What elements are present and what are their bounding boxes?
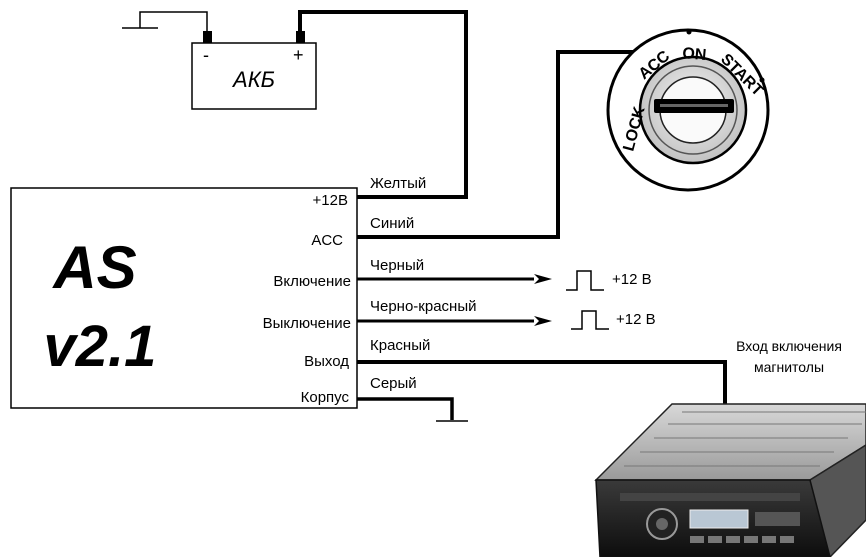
battery-box (191, 42, 317, 110)
pin-label-12v: +12В (313, 192, 348, 209)
battery-negative-terminal (203, 31, 212, 43)
wire-label-gray: Серый (370, 375, 417, 392)
wire-blue (357, 50, 640, 239)
wire-label-red: Красный (370, 337, 430, 354)
module-version: v2.1 (44, 314, 157, 379)
wire-label-black-red: Черно-красный (370, 298, 477, 315)
battery: АКБ - + (191, 31, 317, 110)
radio-chassis-top (594, 403, 866, 481)
pulse-label-off: +12 В (616, 311, 656, 328)
pulse-icon-on (566, 270, 604, 291)
car-radio (594, 403, 866, 557)
battery-positive-terminal (296, 31, 305, 43)
pulse-label-on: +12 В (612, 271, 652, 288)
pin-label-output: Выход (304, 353, 349, 370)
wire-label-yellow: Желтый (370, 175, 426, 192)
battery-negative-sign: - (203, 45, 209, 65)
battery-ground-wire (122, 11, 208, 31)
wire-label-blue: Синий (370, 215, 414, 232)
wire-yellow (298, 10, 468, 199)
battery-positive-sign: + (293, 45, 304, 65)
pin-label-ground: Корпус (301, 389, 350, 406)
pin-label-acc: ACC (311, 232, 343, 249)
ignition-pos-on: ON (682, 45, 707, 64)
radio-input-label-1: Вход включения (736, 338, 842, 354)
radio-input-label-2: магнитолы (754, 359, 824, 375)
module-box (10, 187, 358, 409)
arrow-black (534, 274, 552, 284)
pin-label-on: Включение (273, 273, 351, 290)
radio-display (689, 509, 749, 529)
wire-red (357, 360, 727, 412)
pulse-icon-off (571, 310, 609, 330)
battery-label: АКБ (231, 67, 275, 92)
arrow-black-red (534, 316, 552, 326)
ignition-switch: LOCK ACC ON START (606, 28, 770, 192)
wire-label-black: Черный (370, 257, 424, 274)
pin-label-off: Выключение (263, 315, 351, 332)
module-name: AS (51, 234, 136, 301)
wire-gray (357, 397, 454, 420)
